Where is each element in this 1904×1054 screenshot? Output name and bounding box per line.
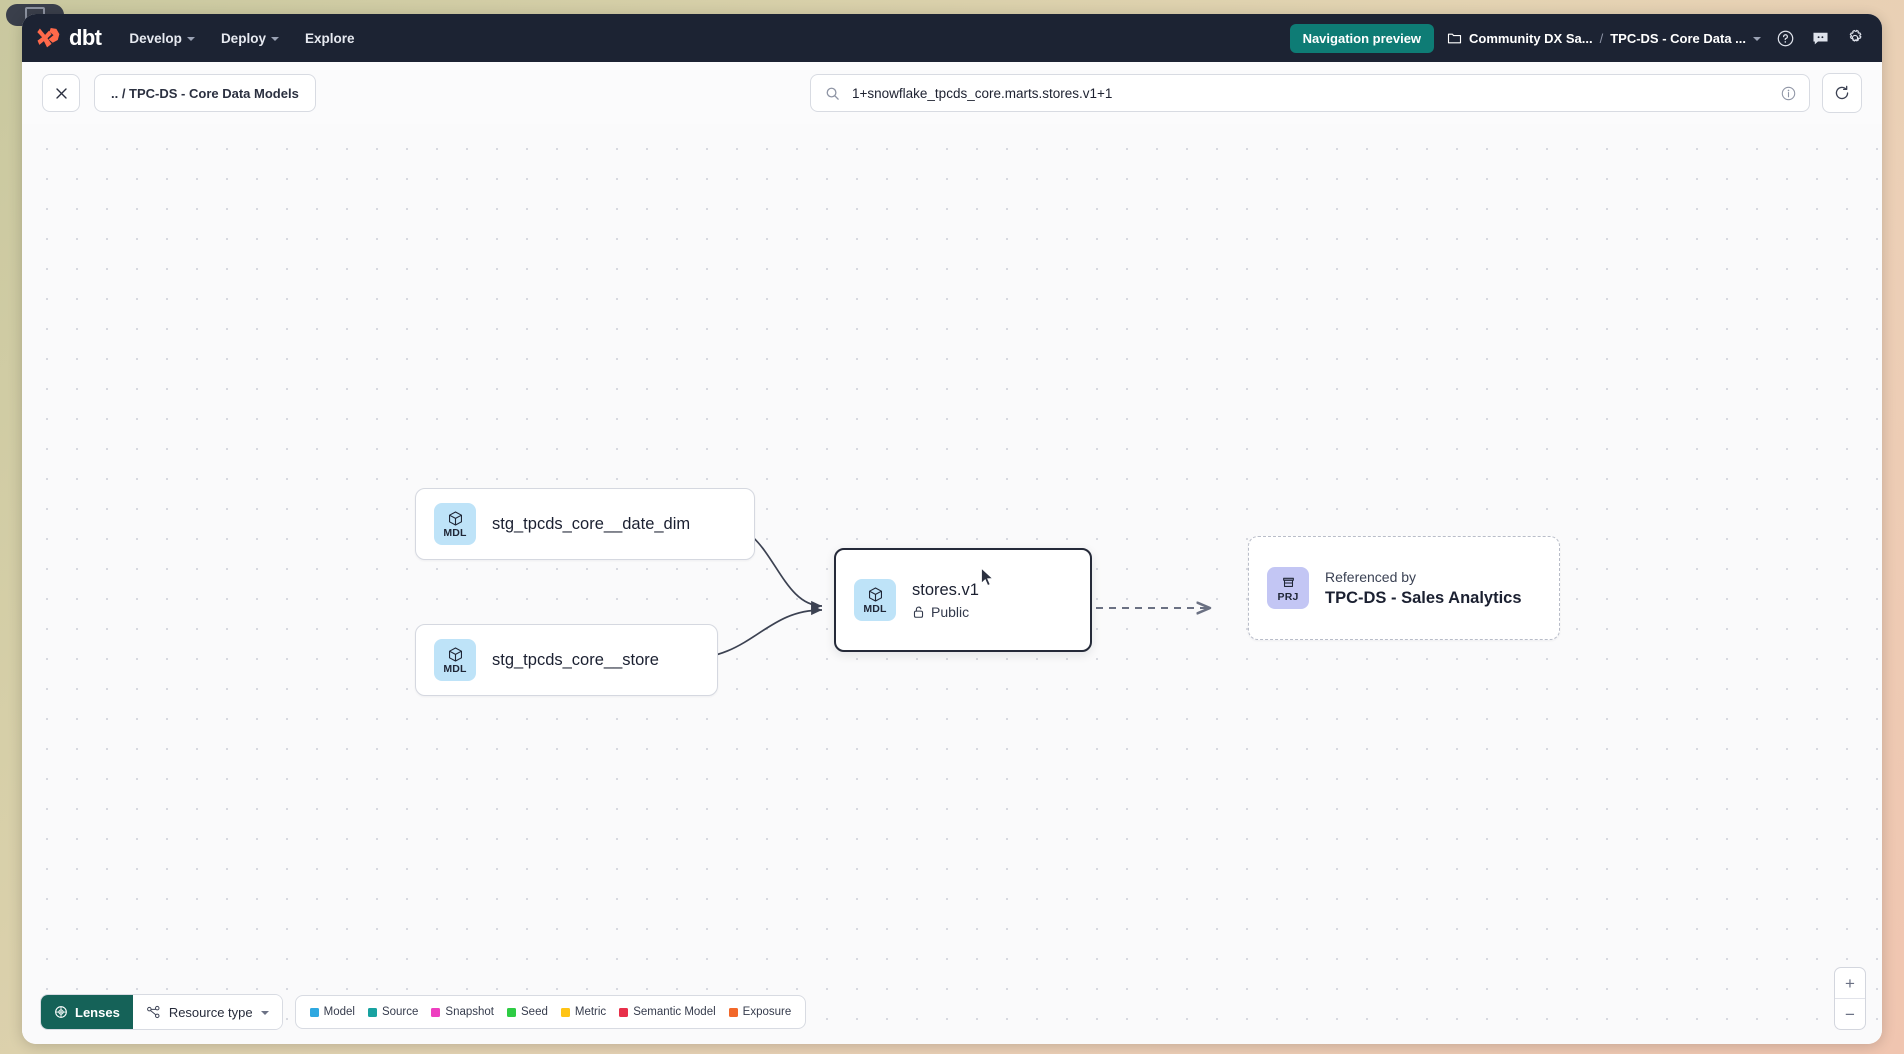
lenses-control-group: Lenses Resource type	[40, 994, 283, 1030]
breadcrumb-account[interactable]: Community DX Sa...	[1469, 30, 1593, 46]
node-graph-icon	[146, 1005, 160, 1018]
layers-icon	[1282, 577, 1294, 587]
lineage-toolbar: .. / TPC-DS - Core Data Models	[22, 62, 1882, 124]
dbt-explore-app-window: dbt Develop Deploy Explore Navigation pr…	[22, 14, 1882, 1044]
node-badge-label: MDL	[863, 602, 887, 615]
legend-label-metric: Metric	[574, 1006, 607, 1018]
refresh-icon	[1835, 85, 1849, 100]
node-badge-mdl: MDL	[434, 503, 476, 545]
node-label-group: stores.v1 Public	[912, 581, 979, 620]
graph-node-stores-v1[interactable]: MDL stores.v1 Public	[834, 548, 1092, 652]
legend-item-metric: Metric	[560, 1006, 607, 1018]
nav-item-deploy-label: Deploy	[220, 30, 266, 46]
graph-node-tpcds-sales-analytics[interactable]: PRJ Referenced by TPC-DS - Sales Analyti…	[1248, 536, 1560, 640]
lineage-search-area	[810, 73, 1862, 113]
help-circle-icon[interactable]	[1774, 27, 1796, 49]
lens-icon	[55, 1006, 67, 1018]
legend-label-source: Source	[381, 1006, 419, 1018]
gear-icon[interactable]	[1844, 27, 1866, 49]
zoom-in-button[interactable]: +	[1835, 968, 1865, 999]
lineage-search-input[interactable]	[850, 84, 1770, 102]
node-title: stg_tpcds_core__store	[492, 650, 659, 669]
legend-swatch-metric	[560, 1007, 570, 1017]
lenses-label: Lenses	[75, 1004, 120, 1020]
cube-icon	[868, 587, 882, 602]
nav-item-develop[interactable]: Develop	[129, 31, 195, 46]
legend-item-semantic-model: Semantic Model	[619, 1006, 716, 1018]
lenses-button[interactable]: Lenses	[41, 995, 133, 1029]
chevron-down-icon	[260, 1011, 269, 1015]
legend-swatch-snapshot	[431, 1007, 441, 1017]
top-navigation-bar: dbt Develop Deploy Explore Navigation pr…	[22, 14, 1882, 62]
close-icon	[55, 87, 67, 99]
legend-swatch-exposure	[728, 1007, 738, 1017]
chevron-down-icon	[270, 37, 279, 41]
node-title: TPC-DS - Sales Analytics	[1325, 588, 1522, 607]
dbt-logo[interactable]: dbt	[36, 25, 102, 51]
resource-type-legend: Model Source Snapshot Seed	[294, 995, 807, 1029]
node-title: stg_tpcds_core__date_dim	[492, 514, 691, 533]
nav-item-deploy[interactable]: Deploy	[221, 31, 279, 46]
legend-label-exposure: Exposure	[742, 1006, 792, 1018]
feedback-icon[interactable]	[1809, 27, 1831, 49]
legend-label-semantic-model: Semantic Model	[633, 1006, 716, 1018]
breadcrumb-separator: /	[1599, 30, 1604, 46]
lineage-breadcrumb-pill[interactable]: .. / TPC-DS - Core Data Models	[94, 74, 316, 112]
legend-item-exposure: Exposure	[728, 1006, 792, 1018]
legend-item-source: Source	[367, 1006, 419, 1018]
lineage-graph-canvas[interactable]: MDL stg_tpcds_core__date_dim MDL stg_tpc…	[22, 124, 1882, 1044]
navigation-preview-button[interactable]: Navigation preview	[1289, 23, 1435, 53]
node-badge-mdl: MDL	[854, 579, 896, 621]
close-lineage-button[interactable]	[42, 74, 80, 112]
nav-item-explore-label: Explore	[304, 30, 355, 46]
node-label-group: Referenced by TPC-DS - Sales Analytics	[1325, 569, 1522, 608]
chevron-down-icon	[186, 37, 195, 41]
node-badge-mdl: MDL	[434, 639, 476, 681]
node-badge-label: MDL	[443, 662, 467, 675]
legend-swatch-semantic-model	[619, 1007, 629, 1017]
legend-item-model: Model	[309, 1006, 355, 1018]
breadcrumb-project[interactable]: TPC-DS - Core Data ...	[1610, 30, 1746, 46]
cube-icon	[448, 511, 462, 526]
refresh-lineage-button[interactable]	[1822, 73, 1862, 113]
node-access-level: Public	[912, 604, 979, 620]
legend-item-snapshot: Snapshot	[431, 1006, 494, 1018]
node-label-group: stg_tpcds_core__date_dim	[492, 515, 690, 534]
legend-item-seed: Seed	[507, 1006, 548, 1018]
legend-label-snapshot: Snapshot	[445, 1006, 495, 1018]
resource-type-label: Resource type	[168, 1004, 253, 1020]
node-badge-label: MDL	[443, 526, 467, 539]
account-project-breadcrumb: Community DX Sa... / TPC-DS - Core Data …	[1447, 31, 1761, 46]
node-title: stores.v1	[912, 580, 979, 599]
legend-swatch-seed	[507, 1007, 517, 1017]
lineage-bottom-bar: Lenses Resource type	[40, 994, 807, 1030]
resource-type-dropdown[interactable]: Resource type	[132, 995, 282, 1029]
top-navigation-right-group: Navigation preview Community DX Sa... / …	[1289, 23, 1866, 53]
legend-swatch-source	[367, 1007, 377, 1017]
graph-node-stg-tpcds-core-store[interactable]: MDL stg_tpcds_core__store	[415, 624, 718, 696]
zoom-controls: + −	[1834, 967, 1866, 1030]
legend-label-seed: Seed	[521, 1006, 548, 1018]
nav-item-develop-label: Develop	[129, 30, 182, 46]
node-overline: Referenced by	[1325, 568, 1417, 585]
cube-icon	[448, 647, 462, 662]
graph-node-stg-tpcds-core-date-dim[interactable]: MDL stg_tpcds_core__date_dim	[415, 488, 755, 560]
lineage-search-field[interactable]	[810, 74, 1810, 112]
folder-icon	[1447, 33, 1462, 43]
legend-label-model: Model	[323, 1006, 355, 1018]
node-badge-prj: PRJ	[1267, 567, 1309, 609]
legend-swatch-model	[309, 1007, 319, 1017]
unlock-icon	[913, 606, 924, 618]
node-access-label: Public	[931, 603, 970, 620]
zoom-out-button[interactable]: −	[1845, 1004, 1855, 1024]
node-label-group: stg_tpcds_core__store	[492, 651, 659, 670]
nav-item-explore[interactable]: Explore	[305, 31, 355, 46]
dbt-mark-icon	[37, 28, 60, 48]
chevron-down-icon[interactable]	[1753, 37, 1761, 41]
info-icon[interactable]	[1780, 85, 1797, 102]
node-badge-label: PRJ	[1277, 590, 1299, 603]
dbt-wordmark: dbt	[69, 25, 102, 50]
search-icon	[826, 87, 839, 100]
